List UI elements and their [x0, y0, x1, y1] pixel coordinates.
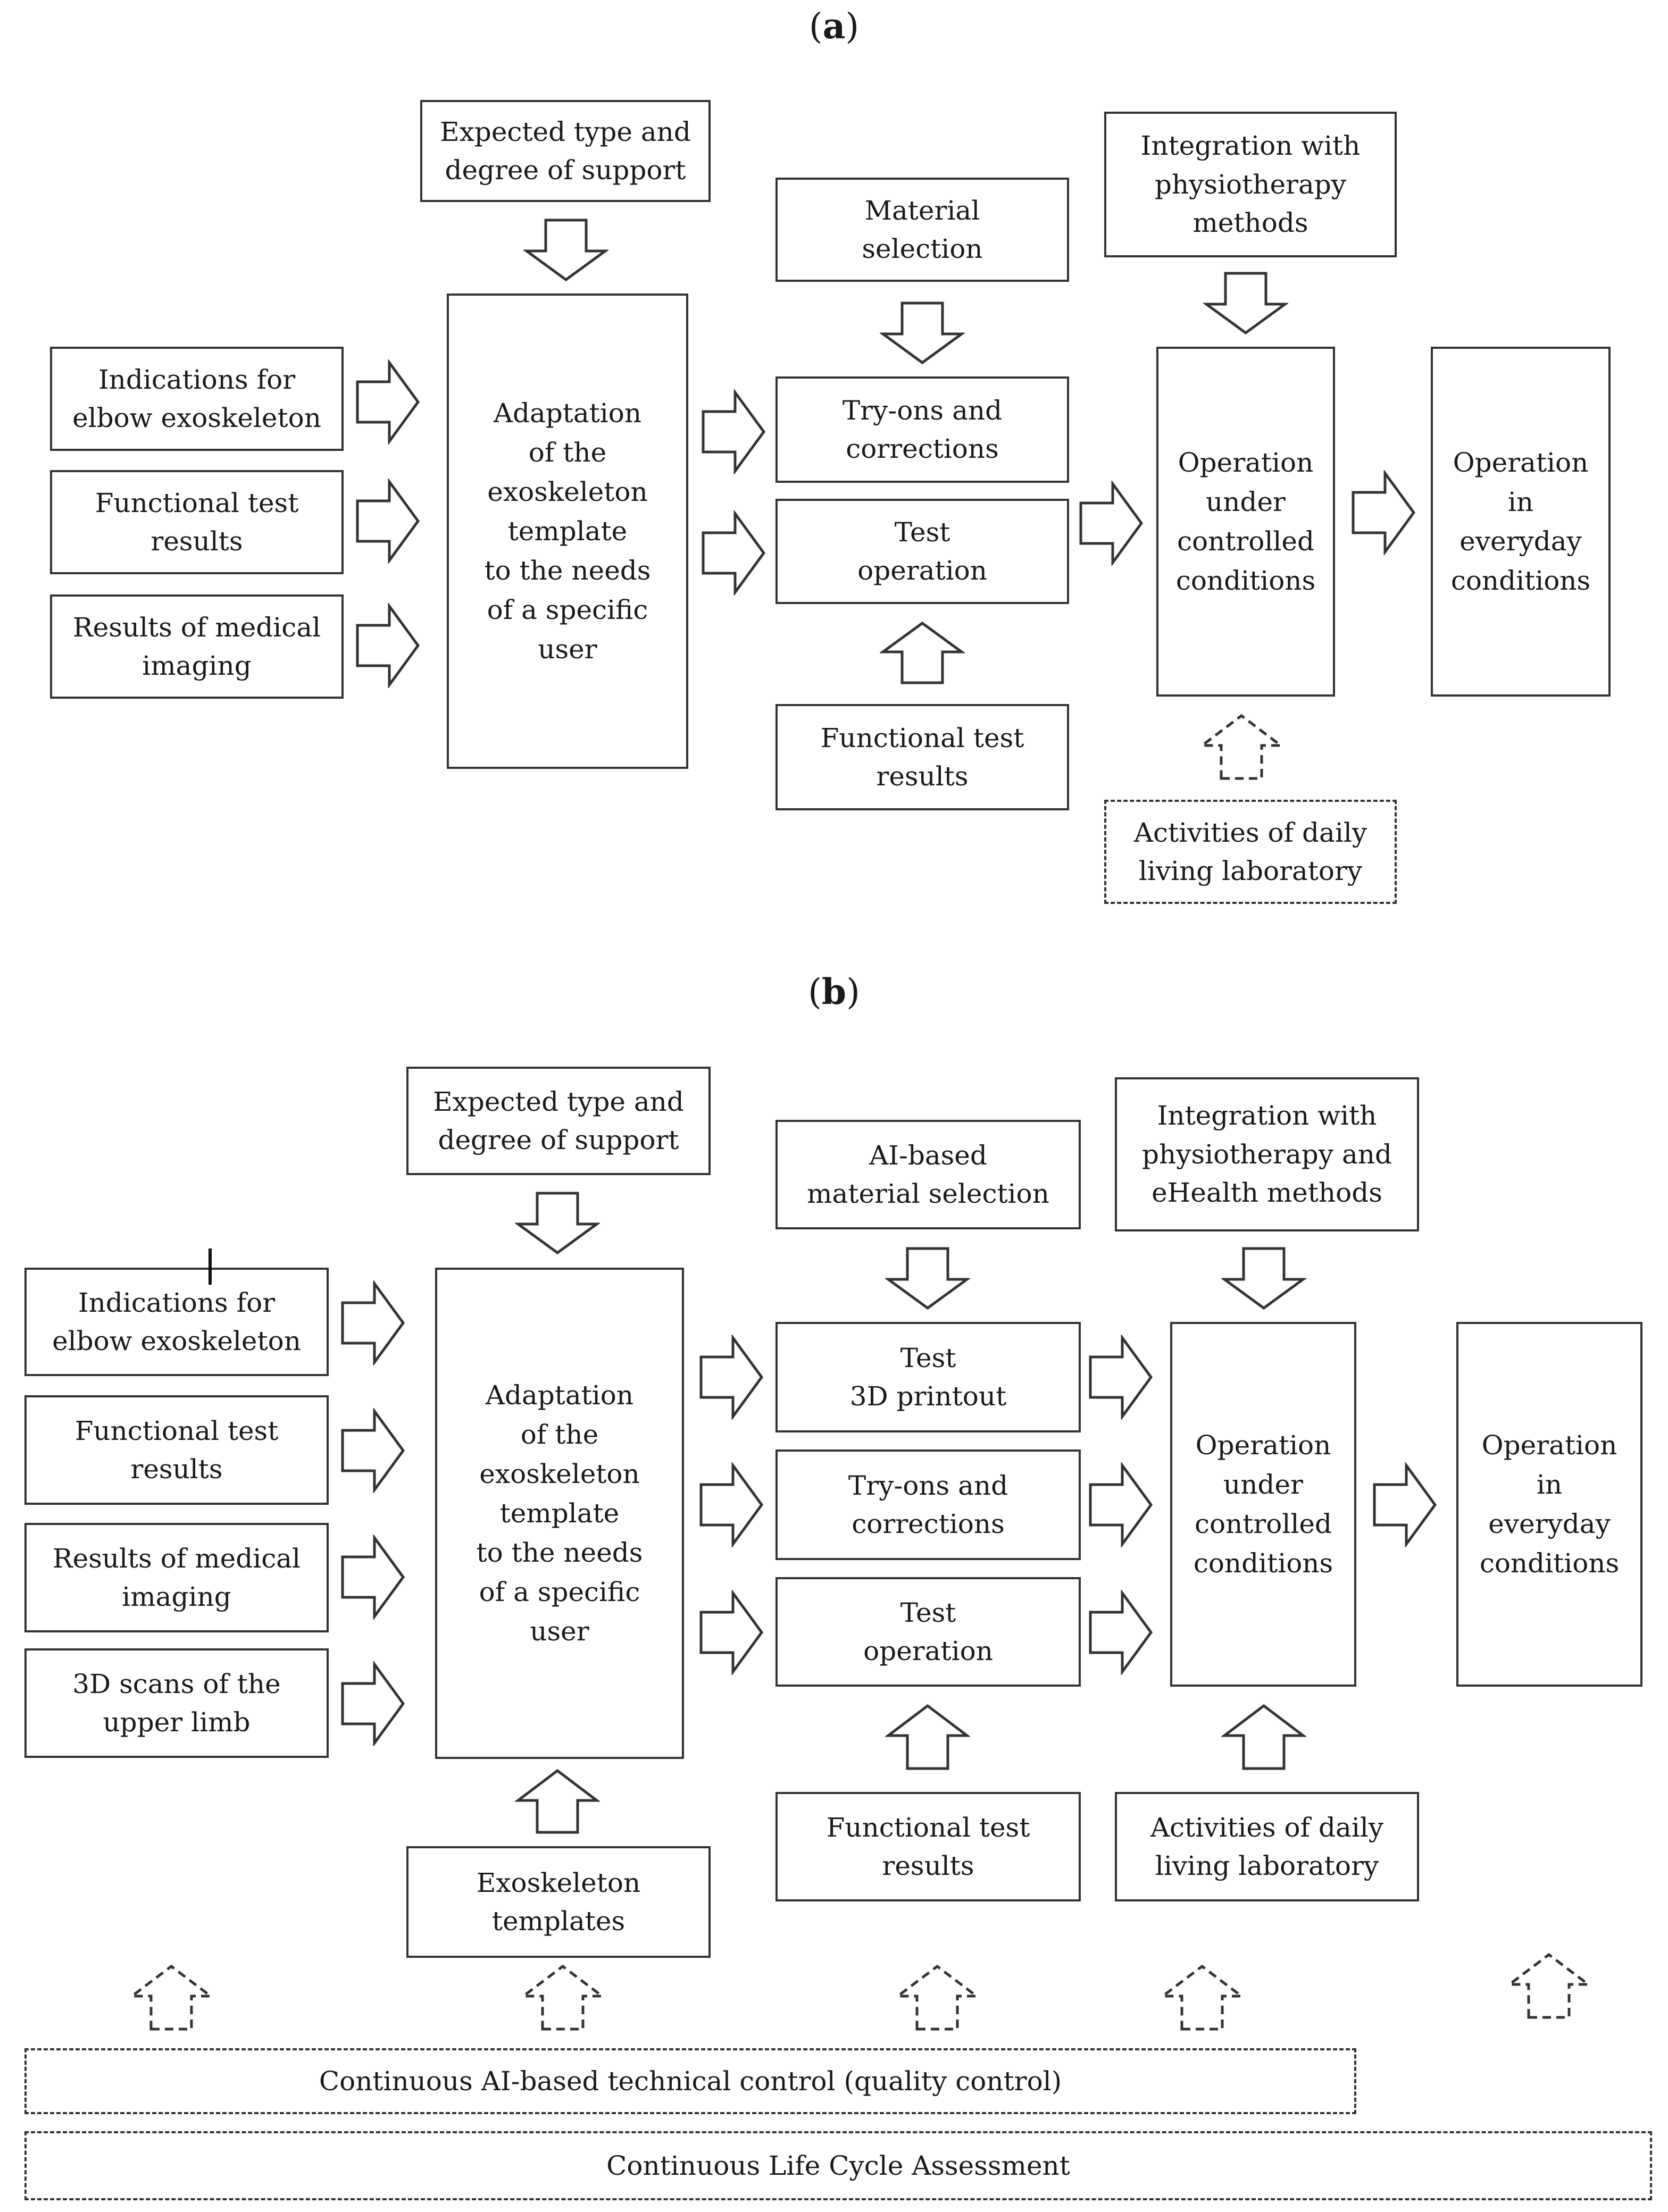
b-arrow-controlled-to-everyday — [1372, 1462, 1438, 1547]
a-arrow-controlled-to-everyday — [1351, 470, 1417, 555]
a-arrow-functional-to-test-operation — [880, 621, 965, 685]
b-arrow-functional-to-test-operation — [885, 1704, 970, 1771]
b-ai-material-box: AI-based material selection — [775, 1120, 1081, 1229]
panel-a-letter: a — [822, 5, 846, 47]
a-arrow-indications-to-adaptation — [355, 359, 421, 445]
b-functional-test-left-box: Functional test results — [24, 1395, 329, 1505]
b-tryons-box: Try-ons and corrections — [775, 1449, 1081, 1560]
text-cursor-mark — [208, 1249, 212, 1285]
b-arrow-functional-to-adaptation — [340, 1408, 406, 1493]
a-test-operation-box: Test operation — [775, 499, 1069, 604]
a-arrow-adaptation-to-tryons — [701, 389, 767, 474]
a-arrow-adl-to-controlled-dashed — [1199, 714, 1284, 781]
a-arrow-test-to-controlled — [1079, 481, 1145, 566]
b-controlled-conditions-box: Operation under controlled conditions — [1170, 1322, 1356, 1687]
a-everyday-conditions-box: Operation in everyday conditions — [1431, 347, 1611, 697]
a-adl-laboratory-box: Activities of daily living laboratory — [1104, 800, 1397, 904]
a-arrow-material-to-tryons — [880, 301, 965, 365]
b-arrow-printout-to-controlled — [1088, 1335, 1154, 1420]
b-adaptation-box: Adaptation of the exoskeleton template t… — [435, 1268, 684, 1759]
a-arrow-integration-to-controlled — [1203, 271, 1288, 335]
b-indications-box: Indications for elbow exoskeleton — [24, 1268, 329, 1376]
a-material-selection-box: Material selection — [775, 178, 1069, 282]
b-arrow-adl-to-controlled — [1221, 1704, 1306, 1771]
a-medical-imaging-box: Results of medical imaging — [50, 594, 344, 699]
b-arrow-adaptation-to-printout — [699, 1335, 765, 1420]
a-arrow-expected-to-adaptation — [523, 218, 608, 282]
panel-b-label: (b) — [808, 971, 860, 1012]
b-arrow-integration-to-controlled — [1221, 1246, 1306, 1310]
a-functional-test-bottom-box: Functional test results — [775, 704, 1069, 810]
a-tryons-box: Try-ons and corrections — [775, 376, 1069, 483]
b-functional-test-bottom-box: Functional test results — [775, 1792, 1081, 1901]
b-arrow-expected-to-adaptation — [515, 1191, 600, 1255]
b-everyday-conditions-box: Operation in everyday conditions — [1456, 1322, 1642, 1687]
a-controlled-conditions-box: Operation under controlled conditions — [1156, 347, 1335, 697]
b-arrow-tryons-to-controlled — [1088, 1462, 1154, 1547]
a-arrow-functional-to-adaptation — [355, 479, 421, 564]
a-arrow-adaptation-to-test-operation — [701, 510, 767, 596]
panel-b-letter: b — [821, 971, 847, 1012]
b-arrow-scans-to-adaptation — [340, 1661, 406, 1746]
b-arrow-adaptation-to-test-operation — [699, 1590, 765, 1675]
b-dashed-arrow-1 — [129, 1964, 214, 2031]
a-arrow-medical-to-adaptation — [355, 603, 421, 688]
b-expected-support-box: Expected type and degree of support — [406, 1067, 711, 1175]
b-integration-box: Integration with physiotherapy and eHeal… — [1115, 1077, 1419, 1231]
b-dashed-arrow-3 — [895, 1964, 980, 2031]
b-arrow-test-operation-to-controlled — [1088, 1590, 1154, 1675]
b-adl-laboratory-box: Activities of daily living laboratory — [1115, 1792, 1419, 1901]
b-life-cycle-assessment-box: Continuous Life Cycle Assessment — [24, 2131, 1652, 2200]
b-dashed-arrow-2 — [520, 1964, 605, 2031]
a-expected-support-box: Expected type and degree of support — [420, 100, 711, 202]
b-arrow-templates-to-adaptation — [515, 1769, 600, 1834]
b-arrow-indications-to-adaptation — [340, 1280, 406, 1365]
b-3d-scans-box: 3D scans of the upper limb — [24, 1648, 329, 1758]
b-arrow-adaptation-to-tryons — [699, 1462, 765, 1547]
b-dashed-arrow-4 — [1160, 1964, 1245, 2031]
b-test-3d-printout-box: Test 3D printout — [775, 1322, 1081, 1432]
panel-a-label: (a) — [808, 5, 860, 47]
a-indications-box: Indications for elbow exoskeleton — [50, 347, 344, 451]
b-exoskeleton-templates-box: Exoskeleton templates — [406, 1846, 711, 1958]
b-arrow-medical-to-adaptation — [340, 1535, 406, 1620]
b-test-operation-box: Test operation — [775, 1577, 1081, 1687]
a-adaptation-box: Adaptation of the exoskeleton template t… — [447, 294, 688, 769]
b-ai-quality-control-box: Continuous AI-based technical control (q… — [24, 2048, 1356, 2114]
a-functional-test-left-box: Functional test results — [50, 470, 344, 574]
a-integration-box: Integration with physiotherapy methods — [1104, 112, 1397, 257]
b-dashed-arrow-5 — [1506, 1953, 1591, 2020]
b-medical-imaging-box: Results of medical imaging — [24, 1523, 329, 1632]
b-arrow-ai-material-to-printout — [885, 1246, 970, 1310]
